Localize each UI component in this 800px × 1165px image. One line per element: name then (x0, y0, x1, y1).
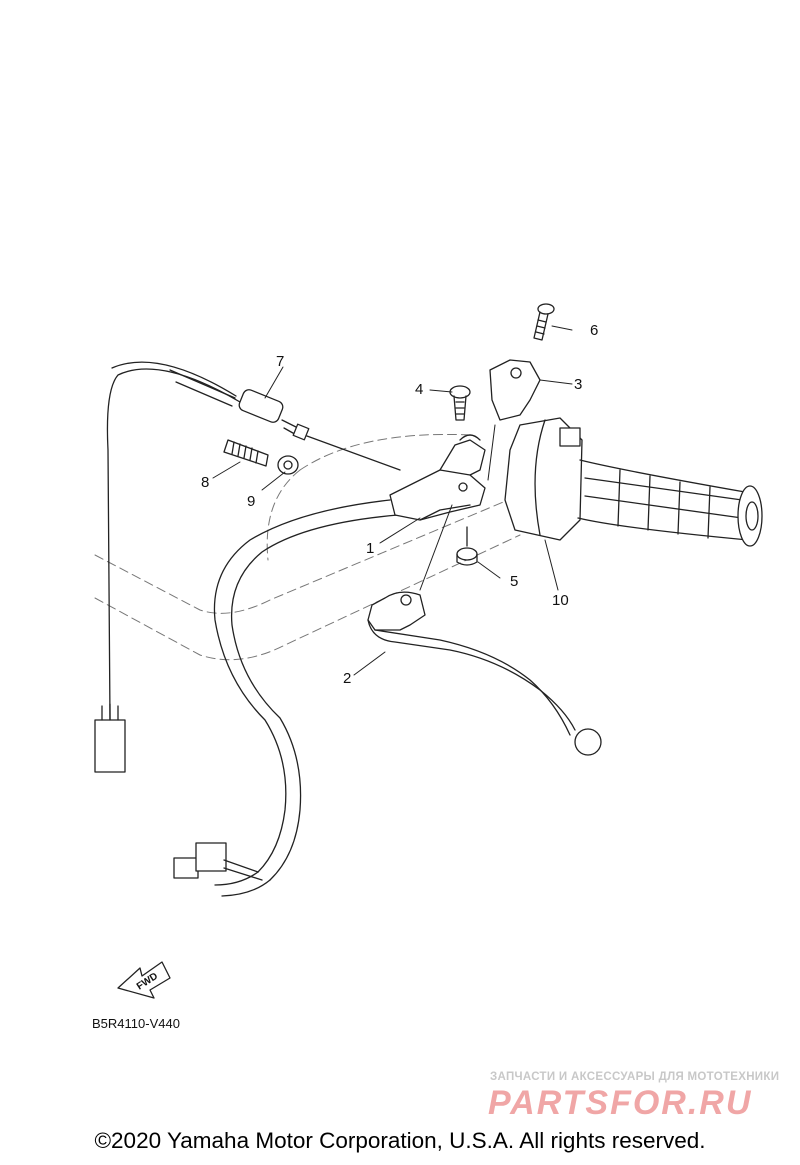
leader-lines (212, 325, 573, 676)
clutch-cable (213, 499, 399, 897)
switch-wire (94, 361, 241, 773)
clutch-lever (367, 591, 602, 756)
wire-connector (94, 719, 126, 773)
callout-3: 3 (574, 376, 582, 393)
harness-connector (173, 842, 263, 881)
callout-7: 7 (276, 353, 284, 370)
handlebar-phantom (94, 433, 521, 661)
callout-9: 9 (247, 493, 255, 510)
watermark-brand: PARTSFOR.RU (488, 1084, 753, 1122)
nut (456, 526, 478, 566)
callout-labels: 1 2 3 4 5 6 7 8 9 10 FWD (135, 322, 598, 992)
callout-2: 2 (343, 670, 351, 687)
callout-8: 8 (201, 474, 209, 491)
diagram-reference-code: B5R4110-V440 (92, 1016, 180, 1031)
callout-1: 1 (366, 540, 374, 557)
clutch-switch (169, 369, 401, 471)
lever-holder (389, 434, 486, 521)
screw (533, 303, 555, 341)
copyright-notice: ©2020 Yamaha Motor Corporation, U.S.A. A… (94, 1128, 706, 1153)
clamp-bolt (449, 385, 471, 421)
grip (577, 459, 763, 547)
callout-5: 5 (510, 573, 518, 590)
callout-4: 4 (415, 381, 423, 398)
callout-10: 10 (552, 592, 569, 609)
handlebar-switch (504, 417, 583, 541)
locknut (277, 455, 299, 475)
holder-clamp (489, 359, 541, 421)
adjuster-bolt (223, 439, 269, 467)
callout-6: 6 (590, 322, 598, 339)
watermark-tagline: ЗАПЧАСТИ И АКСЕССУАРЫ ДЛЯ МОТОТЕХНИКИ (490, 1071, 780, 1083)
fwd-arrow-icon (117, 961, 171, 999)
